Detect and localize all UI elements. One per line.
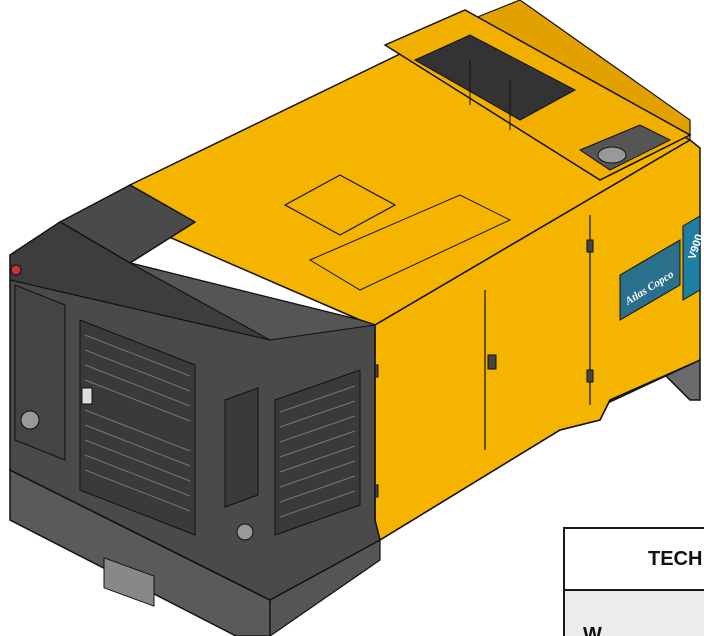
brand-logo: Atlas Copco [619, 239, 681, 321]
top-hatches [58, 174, 512, 291]
door-handle-icon[interactable] [487, 354, 497, 370]
outlet-valve-icon[interactable] [236, 523, 254, 541]
spec-table-row: W [565, 591, 704, 636]
front-housing [9, 221, 381, 607]
hinge-icon [586, 369, 594, 383]
outlet-valve-icon[interactable] [20, 410, 40, 430]
top-cage [383, 9, 692, 181]
spec-table: TECH W [563, 527, 704, 636]
spec-table-header: TECH [565, 529, 704, 591]
hinge-icon [586, 239, 594, 253]
service-plate [103, 557, 155, 607]
control-panel-icon[interactable] [81, 387, 93, 405]
spec-table-row-text: W [583, 624, 602, 636]
model-badge: V900 [682, 215, 704, 301]
louver-slats [84, 334, 191, 512]
filter-cap-icon [597, 146, 627, 164]
emergency-stop-icon[interactable] [10, 264, 22, 276]
